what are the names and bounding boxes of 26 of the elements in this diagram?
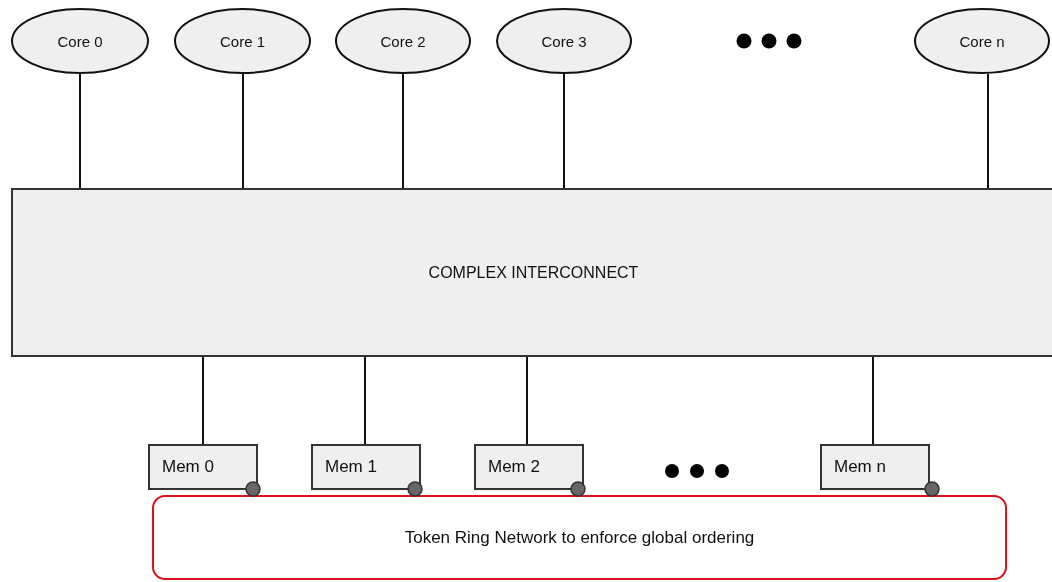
node-label: Core 3 (541, 32, 587, 50)
connector-line (872, 356, 874, 445)
node-label: Core n (959, 32, 1005, 50)
memory-box (474, 444, 584, 490)
connector-line (202, 356, 204, 445)
connector-line (364, 356, 366, 445)
connector-line (563, 73, 565, 189)
node-label: Mem 2 (488, 457, 540, 477)
connector-line (987, 73, 989, 189)
node-label: COMPLEX INTERCONNECT (428, 263, 639, 282)
connector-line (526, 356, 528, 445)
interconnect-box (11, 188, 1052, 357)
node-label: Core 1 (220, 32, 265, 50)
node-label: Mem 0 (162, 457, 214, 477)
connector-line (79, 73, 81, 189)
connector-line (242, 73, 244, 189)
memory-box (820, 444, 930, 490)
ring-network-box (152, 495, 1007, 580)
memory-box (148, 444, 258, 490)
node-label: Mem n (834, 457, 886, 477)
connector-line (402, 73, 404, 189)
node-label: Core 0 (57, 32, 103, 50)
node-label: Mem 1 (325, 457, 377, 477)
memory-box (311, 444, 421, 490)
node-label: Token Ring Network to enforce global ordering (404, 527, 755, 548)
node-label: Core 2 (380, 32, 426, 50)
